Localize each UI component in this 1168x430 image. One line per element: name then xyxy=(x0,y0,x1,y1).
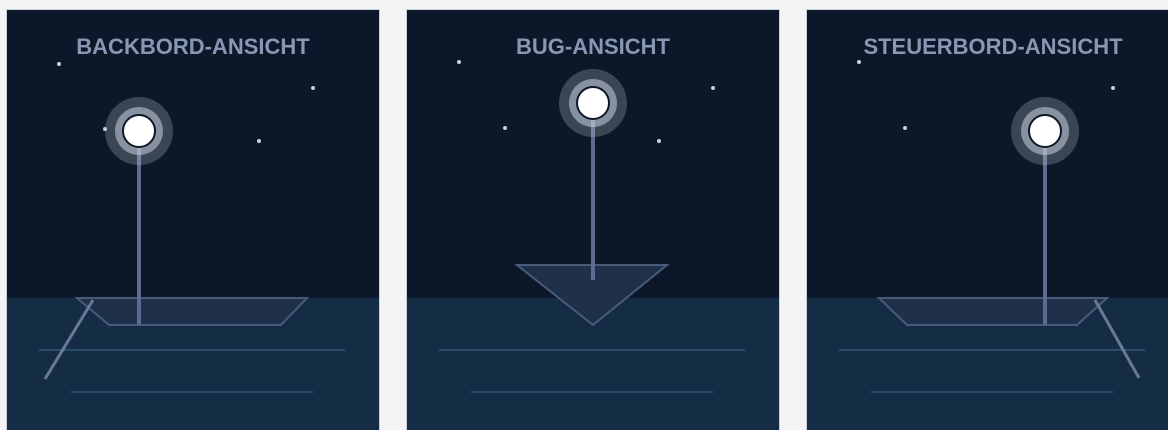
masthead-light-icon xyxy=(105,97,173,165)
panel-title: STEUERBORD-ANSICHT xyxy=(807,34,1168,60)
boat-hull-icon xyxy=(879,298,1107,325)
starboard-view-panel: STEUERBORD-ANSICHT xyxy=(807,10,1168,430)
star-icon xyxy=(311,86,315,90)
star-icon xyxy=(457,60,461,64)
masthead-light-icon xyxy=(559,69,627,137)
star-icon xyxy=(903,126,907,130)
bow-view-panel: BUG-ANSICHT xyxy=(407,10,779,430)
masthead-light-icon xyxy=(1011,97,1079,165)
star-icon xyxy=(711,86,715,90)
star-icon xyxy=(257,139,261,143)
star-icon xyxy=(503,126,507,130)
bow-view-scene xyxy=(407,10,779,430)
starboard-view-scene xyxy=(807,10,1168,430)
star-icon xyxy=(657,139,661,143)
star-icon xyxy=(57,62,61,66)
panel-title: BUG-ANSICHT xyxy=(407,34,779,60)
star-icon xyxy=(1111,86,1115,90)
panel-title: BACKBORD-ANSICHT xyxy=(7,34,379,60)
star-icon xyxy=(857,60,861,64)
port-view-scene xyxy=(7,10,379,430)
boat-hull-icon xyxy=(77,298,307,325)
port-view-panel: BACKBORD-ANSICHT xyxy=(7,10,379,430)
